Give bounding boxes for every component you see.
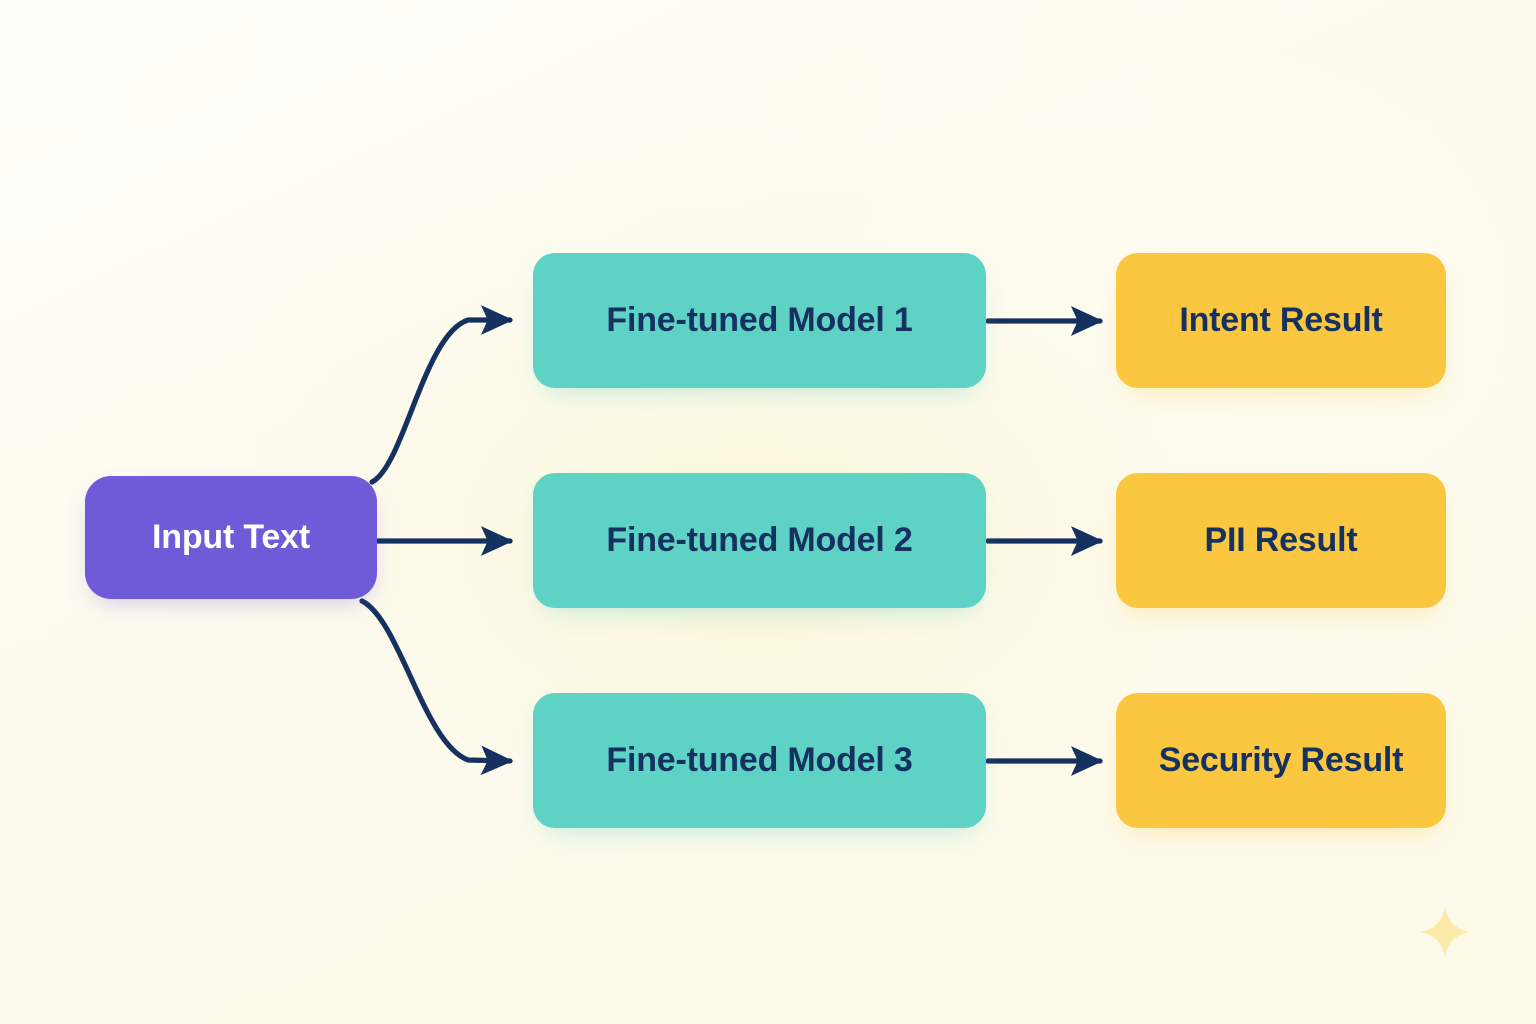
- node-intent-result[interactable]: Intent Result: [1116, 253, 1446, 388]
- node-pii-result-label: PII Result: [1204, 520, 1358, 559]
- node-fine-tuned-model-1[interactable]: Fine-tuned Model 1: [533, 253, 986, 388]
- edge-input-to-model-1: [369, 305, 514, 485]
- node-fine-tuned-model-3[interactable]: Fine-tuned Model 3: [533, 693, 986, 828]
- node-pii-result[interactable]: PII Result: [1116, 473, 1446, 608]
- node-input-text[interactable]: Input Text: [85, 476, 377, 599]
- node-fine-tuned-model-3-label: Fine-tuned Model 3: [606, 740, 913, 779]
- edge-input-to-model-3: [359, 598, 514, 776]
- node-input-text-label: Input Text: [152, 517, 310, 556]
- node-fine-tuned-model-1-label: Fine-tuned Model 1: [606, 300, 913, 339]
- node-intent-result-label: Intent Result: [1179, 300, 1383, 339]
- node-security-result[interactable]: Security Result: [1116, 693, 1446, 828]
- node-security-result-label: Security Result: [1158, 740, 1404, 779]
- node-fine-tuned-model-2[interactable]: Fine-tuned Model 2: [533, 473, 986, 608]
- sparkle-icon: [1420, 907, 1470, 957]
- node-fine-tuned-model-2-label: Fine-tuned Model 2: [606, 520, 913, 559]
